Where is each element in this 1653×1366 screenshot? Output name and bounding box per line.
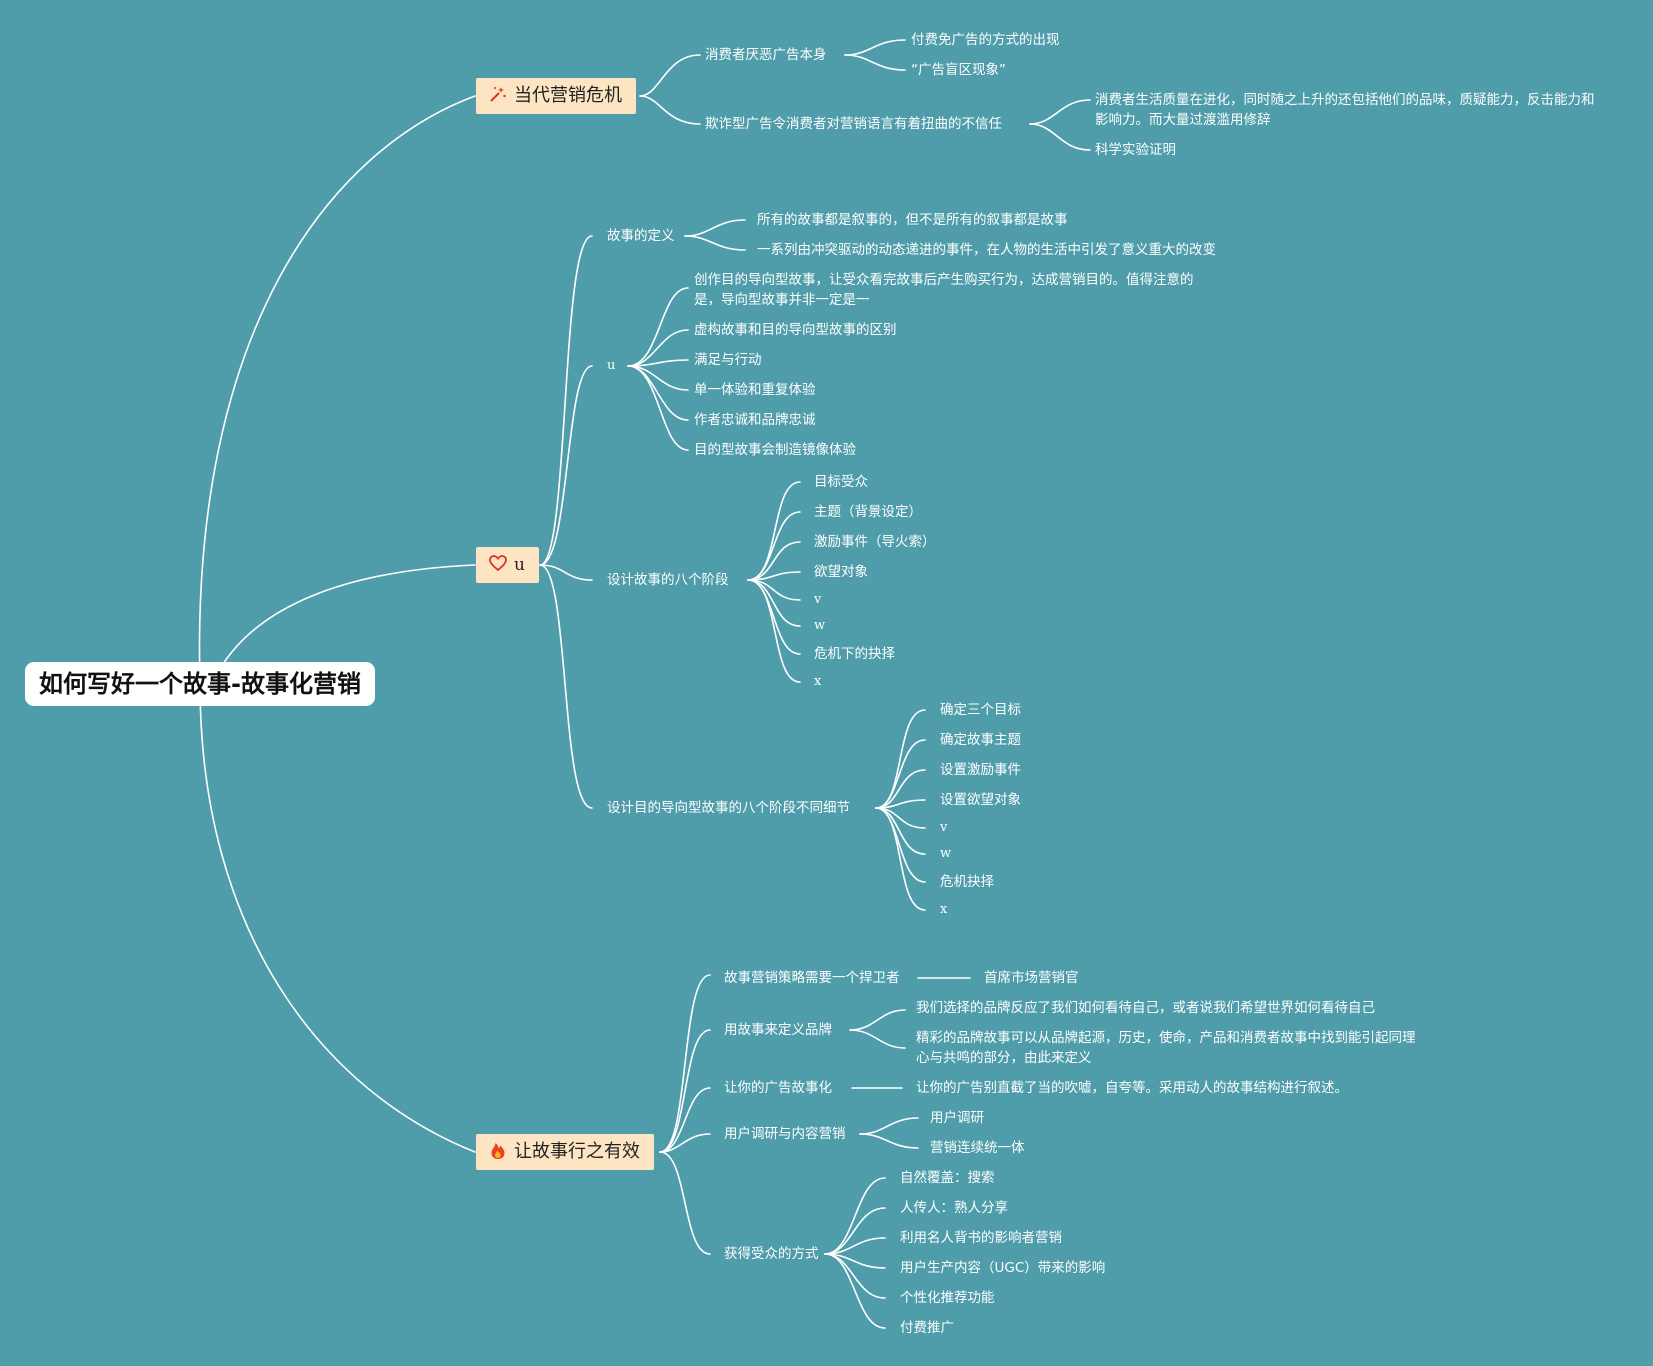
leaf-label[interactable]: 危机下的抉择 — [814, 646, 895, 662]
branch-title: 当代营销危机 — [514, 85, 622, 106]
leaf-label[interactable]: 利用名人背书的影响者营销 — [900, 1230, 1062, 1246]
wand-sparkle-icon — [488, 84, 508, 104]
leaf-label[interactable]: 确定三个目标 — [940, 702, 1021, 718]
leaf-label[interactable]: 危机抉择 — [940, 874, 994, 890]
leaf-label[interactable]: 个性化推荐功能 — [900, 1290, 995, 1306]
leaf-label[interactable]: 主题（背景设定） — [814, 504, 922, 520]
leaf-label[interactable]: 首席市场营销官 — [984, 970, 1079, 986]
leaf-label[interactable]: w — [814, 618, 826, 633]
branch-u[interactable]: u — [476, 547, 539, 583]
subtopic-label[interactable]: 用户调研与内容营销 — [724, 1126, 846, 1142]
subtopic-label[interactable]: 让你的广告故事化 — [724, 1080, 832, 1096]
leaf-label[interactable]: w — [940, 846, 952, 861]
leaf-label[interactable]: 目的型故事会制造镜像体验 — [694, 442, 856, 458]
leaf-label[interactable]: v — [814, 592, 822, 607]
leaf-label[interactable]: 确定故事主题 — [940, 732, 1021, 748]
leaf-label[interactable]: 让你的广告别直截了当的吹嘘，自夸等。采用动人的故事结构进行叙述。 — [916, 1080, 1348, 1096]
leaf-label[interactable]: 所有的故事都是叙事的，但不是所有的叙事都是故事 — [757, 212, 1068, 228]
subtopic-label[interactable]: 故事营销策略需要一个捍卫者 — [724, 970, 900, 986]
leaf-label[interactable]: 设置欲望对象 — [940, 792, 1021, 808]
fire-icon — [488, 1140, 508, 1160]
subtopic-label[interactable]: 故事的定义 — [607, 228, 675, 244]
heart-icon — [488, 553, 508, 573]
subtopic-label[interactable]: 获得受众的方式 — [724, 1246, 819, 1262]
subtopic-label[interactable]: u — [607, 358, 616, 373]
branch-title: 让故事行之有效 — [514, 1141, 640, 1162]
leaf-label[interactable]: x — [814, 674, 822, 689]
leaf-label[interactable]: 消费者生活质量在进化，同时随之上升的还包括他们的品味，质疑能力，反击能力和影响力… — [1095, 92, 1595, 128]
leaf-label[interactable]: 科学实验证明 — [1095, 142, 1176, 158]
leaf-label[interactable]: 用户生产内容（UGC）带来的影响 — [900, 1260, 1106, 1276]
branch-make-story-effective[interactable]: 让故事行之有效 — [476, 1134, 654, 1170]
leaf-label[interactable]: 设置激励事件 — [940, 762, 1021, 778]
root-topic[interactable]: 如何写好一个故事-故事化营销 — [25, 662, 375, 706]
leaf-label[interactable]: 激励事件（导火索） — [814, 534, 936, 550]
leaf-label[interactable]: 付费推广 — [900, 1320, 954, 1336]
leaf-label[interactable]: “广告盲区现象” — [911, 62, 1006, 78]
leaf-label[interactable]: v — [940, 820, 948, 835]
leaf-label[interactable]: 满足与行动 — [694, 352, 762, 368]
branch-marketing-crisis[interactable]: 当代营销危机 — [476, 78, 636, 114]
leaf-label[interactable]: 虚构故事和目的导向型故事的区别 — [694, 322, 897, 338]
leaf-label[interactable]: 欲望对象 — [814, 564, 868, 580]
leaf-label[interactable]: 作者忠诚和品牌忠诚 — [694, 412, 816, 428]
branch-title: u — [514, 555, 525, 575]
subtopic-label[interactable]: 设计故事的八个阶段 — [607, 572, 729, 588]
leaf-label[interactable]: 创作目的导向型故事，让受众看完故事后产生购买行为，达成营销目的。值得注意的是，导… — [694, 272, 1194, 308]
leaf-label[interactable]: 一系列由冲突驱动的动态递进的事件，在人物的生活中引发了意义重大的改变 — [757, 242, 1216, 258]
leaf-label[interactable]: 目标受众 — [814, 474, 868, 490]
subtopic-label[interactable]: 消费者厌恶广告本身 — [705, 47, 827, 63]
leaf-label[interactable]: 单一体验和重复体验 — [694, 382, 816, 398]
leaf-label[interactable]: 我们选择的品牌反应了我们如何看待自己，或者说我们希望世界如何看待自己 — [916, 1000, 1375, 1016]
leaf-label[interactable]: x — [940, 902, 948, 917]
leaf-label[interactable]: 付费免广告的方式的出现 — [911, 32, 1060, 48]
subtopic-label[interactable]: 设计目的导向型故事的八个阶段不同细节 — [607, 800, 850, 816]
subtopic-label[interactable]: 欺诈型广告令消费者对营销语言有着扭曲的不信任 — [705, 116, 1002, 132]
leaf-label[interactable]: 自然覆盖：搜索 — [900, 1170, 995, 1186]
leaf-label[interactable]: 营销连续统一体 — [930, 1140, 1025, 1156]
subtopic-label[interactable]: 用故事来定义品牌 — [724, 1022, 832, 1038]
leaf-label[interactable]: 用户调研 — [930, 1110, 984, 1126]
leaf-label[interactable]: 精彩的品牌故事可以从品牌起源，历史，使命，产品和消费者故事中找到能引起同理心与共… — [916, 1030, 1416, 1066]
leaf-label[interactable]: 人传人：熟人分享 — [900, 1200, 1008, 1216]
